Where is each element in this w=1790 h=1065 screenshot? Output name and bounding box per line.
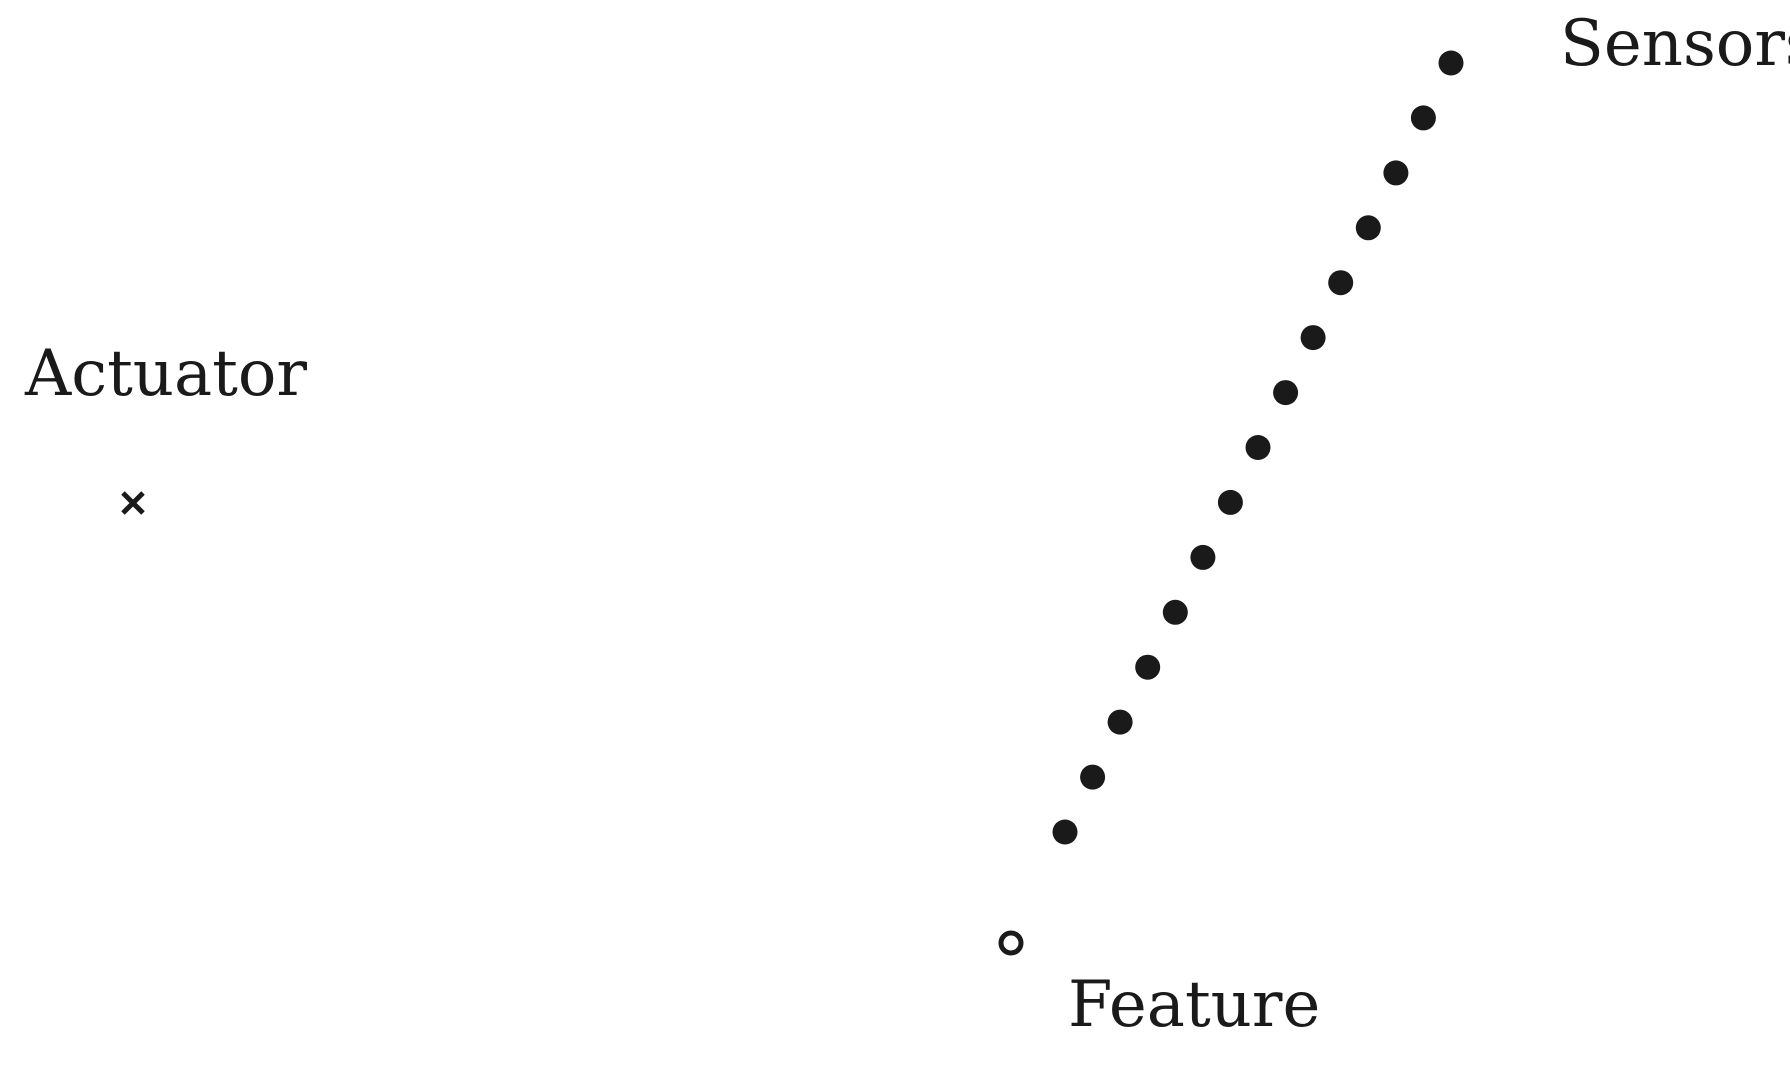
sensor-dot-4	[1135, 654, 1161, 680]
sensor-dot-15	[1438, 50, 1464, 76]
sensor-dot-11	[1328, 270, 1354, 296]
feature-open-circle-icon	[998, 930, 1024, 956]
sensor-dot-6	[1190, 544, 1216, 570]
sensor-dot-9	[1273, 380, 1299, 406]
sensor-dot-7	[1217, 489, 1243, 515]
sensor-dot-8	[1245, 435, 1271, 460]
sensor-dot-13	[1383, 160, 1409, 186]
feature-label: Feature	[1068, 968, 1320, 1042]
sensor-dot-2	[1080, 764, 1106, 790]
sensor-dot-5	[1162, 599, 1188, 625]
sensor-dot-12	[1355, 215, 1381, 241]
sensor-array	[1052, 50, 1464, 845]
actuator-cross-icon	[121, 491, 145, 515]
sensor-dot-14	[1410, 105, 1436, 131]
actuator-label: Actuator	[24, 337, 307, 411]
sensor-dot-10	[1300, 325, 1326, 351]
sensor-dot-3	[1107, 709, 1133, 735]
sensor-dot-1	[1052, 819, 1078, 845]
sensors-label: Sensors	[1560, 7, 1790, 81]
